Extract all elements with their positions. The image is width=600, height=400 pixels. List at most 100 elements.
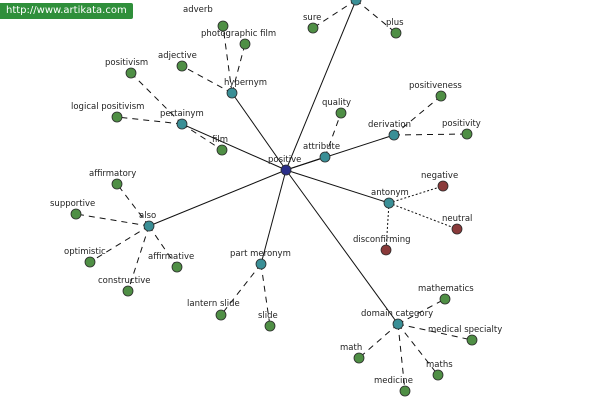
label-word-adjective: adjective xyxy=(158,51,197,61)
label-word-lantern-slide: lantern slide xyxy=(187,299,240,309)
node-relation-top[interactable] xyxy=(350,0,362,6)
edge-top-plus xyxy=(355,0,397,34)
watermark-url: http://www.artikata.com xyxy=(0,3,133,19)
node-word-lantern-slide[interactable] xyxy=(215,309,227,321)
node-word-positivity[interactable] xyxy=(461,128,473,140)
label-relation-antonym: antonym xyxy=(371,188,409,198)
edge-also-affirmative xyxy=(148,225,178,268)
edge-center-domain-category xyxy=(285,169,399,325)
edge-hypernym-adjective xyxy=(181,65,233,94)
node-relation-pertainym[interactable] xyxy=(176,118,188,130)
label-relation-derivation: derivation xyxy=(368,120,411,130)
node-relation-domain-category[interactable] xyxy=(392,318,404,330)
label-word-film: film xyxy=(212,135,228,145)
edge-domain-category-mathematics xyxy=(397,298,446,325)
label-word-sure: sure xyxy=(303,13,321,23)
label-word-logical-positivism: logical positivism xyxy=(71,102,144,112)
node-word-negative[interactable] xyxy=(437,180,449,192)
label-word-quality: quality xyxy=(322,98,351,108)
label-relation-part-meronym: part meronym xyxy=(230,249,291,259)
label-relation-attribute: attribute xyxy=(303,142,340,152)
label-word-disconfirming: disconfirming xyxy=(353,235,411,245)
node-word-adverb[interactable] xyxy=(217,20,229,32)
edge-domain-category-medicine xyxy=(397,323,406,392)
label-word-positivity: positivity xyxy=(442,119,481,129)
label-word-plus: plus xyxy=(386,18,404,28)
node-relation-part-meronym[interactable] xyxy=(255,258,267,270)
node-word-maths[interactable] xyxy=(432,369,444,381)
edge-also-optimistic xyxy=(89,225,150,263)
node-word-logical-positivism[interactable] xyxy=(111,111,123,123)
labels: hypernym adverb photographic film adjective… xyxy=(50,5,502,386)
node-relation-attribute[interactable] xyxy=(319,151,331,163)
node-word-photographic-film[interactable] xyxy=(239,38,251,50)
node-word-affirmative[interactable] xyxy=(171,261,183,273)
edge-center-derivation xyxy=(285,134,395,171)
label-relation-pertainym: pertainym xyxy=(160,109,204,119)
edge-center-hypernym xyxy=(231,92,287,171)
node-word-optimistic[interactable] xyxy=(84,256,96,268)
node-word-medicine[interactable] xyxy=(399,385,411,397)
node-relation-antonym[interactable] xyxy=(383,197,395,209)
node-word-film[interactable] xyxy=(216,144,228,156)
nodes xyxy=(70,0,478,397)
label-word-maths: maths xyxy=(426,360,453,370)
node-word-mathematics[interactable] xyxy=(439,293,451,305)
edge-antonym-neutral xyxy=(388,202,458,230)
edge-attribute-quality xyxy=(324,112,342,158)
label-relation-also: also xyxy=(139,211,156,221)
node-word-quality[interactable] xyxy=(335,107,347,119)
label-word-medical-specialty: medical specialty xyxy=(428,325,502,335)
label-word-negative: negative xyxy=(421,171,458,181)
edge-domain-category-math xyxy=(358,323,399,359)
edge-hypernym-photographic-film xyxy=(231,43,246,94)
edge-also-constructive xyxy=(127,225,150,292)
label-word-medicine: medicine xyxy=(374,376,413,386)
node-word-constructive[interactable] xyxy=(122,285,134,297)
edge-hypernym-adverb xyxy=(222,25,233,94)
edge-also-supportive xyxy=(75,213,150,227)
node-center-positive[interactable] xyxy=(280,164,292,176)
label-word-adverb: adverb xyxy=(183,5,213,15)
label-word-constructive: constructive xyxy=(98,276,151,286)
node-word-medical-specialty[interactable] xyxy=(466,334,478,346)
node-word-neutral[interactable] xyxy=(451,223,463,235)
edge-pertainym-positivism xyxy=(130,72,183,125)
label-word-mathematics: mathematics xyxy=(418,284,474,294)
label-relation-domain-category: domain category xyxy=(361,309,433,319)
edge-center-pertainym xyxy=(181,123,287,171)
label-word-affirmatory: affirmatory xyxy=(89,169,136,179)
node-word-positiveness[interactable] xyxy=(435,90,447,102)
node-word-sure[interactable] xyxy=(307,22,319,34)
node-word-affirmatory[interactable] xyxy=(111,178,123,190)
edge-domain-category-medical-specialty xyxy=(397,323,473,341)
edge-top-sure xyxy=(312,0,357,29)
label-relation-hypernym: hypernym xyxy=(224,78,267,88)
node-word-math[interactable] xyxy=(353,352,365,364)
node-word-disconfirming[interactable] xyxy=(380,244,392,256)
edges xyxy=(75,0,473,392)
node-word-slide[interactable] xyxy=(264,320,276,332)
label-word-affirmative: affirmative xyxy=(148,252,194,262)
label-word-positiveness: positiveness xyxy=(409,81,462,91)
edge-center-also xyxy=(148,169,287,227)
node-relation-derivation[interactable] xyxy=(388,129,400,141)
edge-derivation-positivity xyxy=(393,133,468,136)
label-word-optimistic: optimistic xyxy=(64,247,106,257)
node-word-supportive[interactable] xyxy=(70,208,82,220)
label-word-supportive: supportive xyxy=(50,199,95,209)
node-word-adjective[interactable] xyxy=(176,60,188,72)
node-relation-hypernym[interactable] xyxy=(226,87,238,99)
label-word-photographic-film: photographic film xyxy=(201,29,276,39)
label-word-neutral: neutral xyxy=(442,214,472,224)
node-word-positivism[interactable] xyxy=(125,67,137,79)
label-word-slide: slide xyxy=(258,311,278,321)
edge-also-affirmatory xyxy=(116,183,150,227)
node-word-plus[interactable] xyxy=(390,27,402,39)
edge-center-part-meronym xyxy=(260,169,287,265)
label-word-math: math xyxy=(340,343,362,353)
node-relation-also[interactable] xyxy=(143,220,155,232)
edge-pertainym-film xyxy=(181,123,223,151)
